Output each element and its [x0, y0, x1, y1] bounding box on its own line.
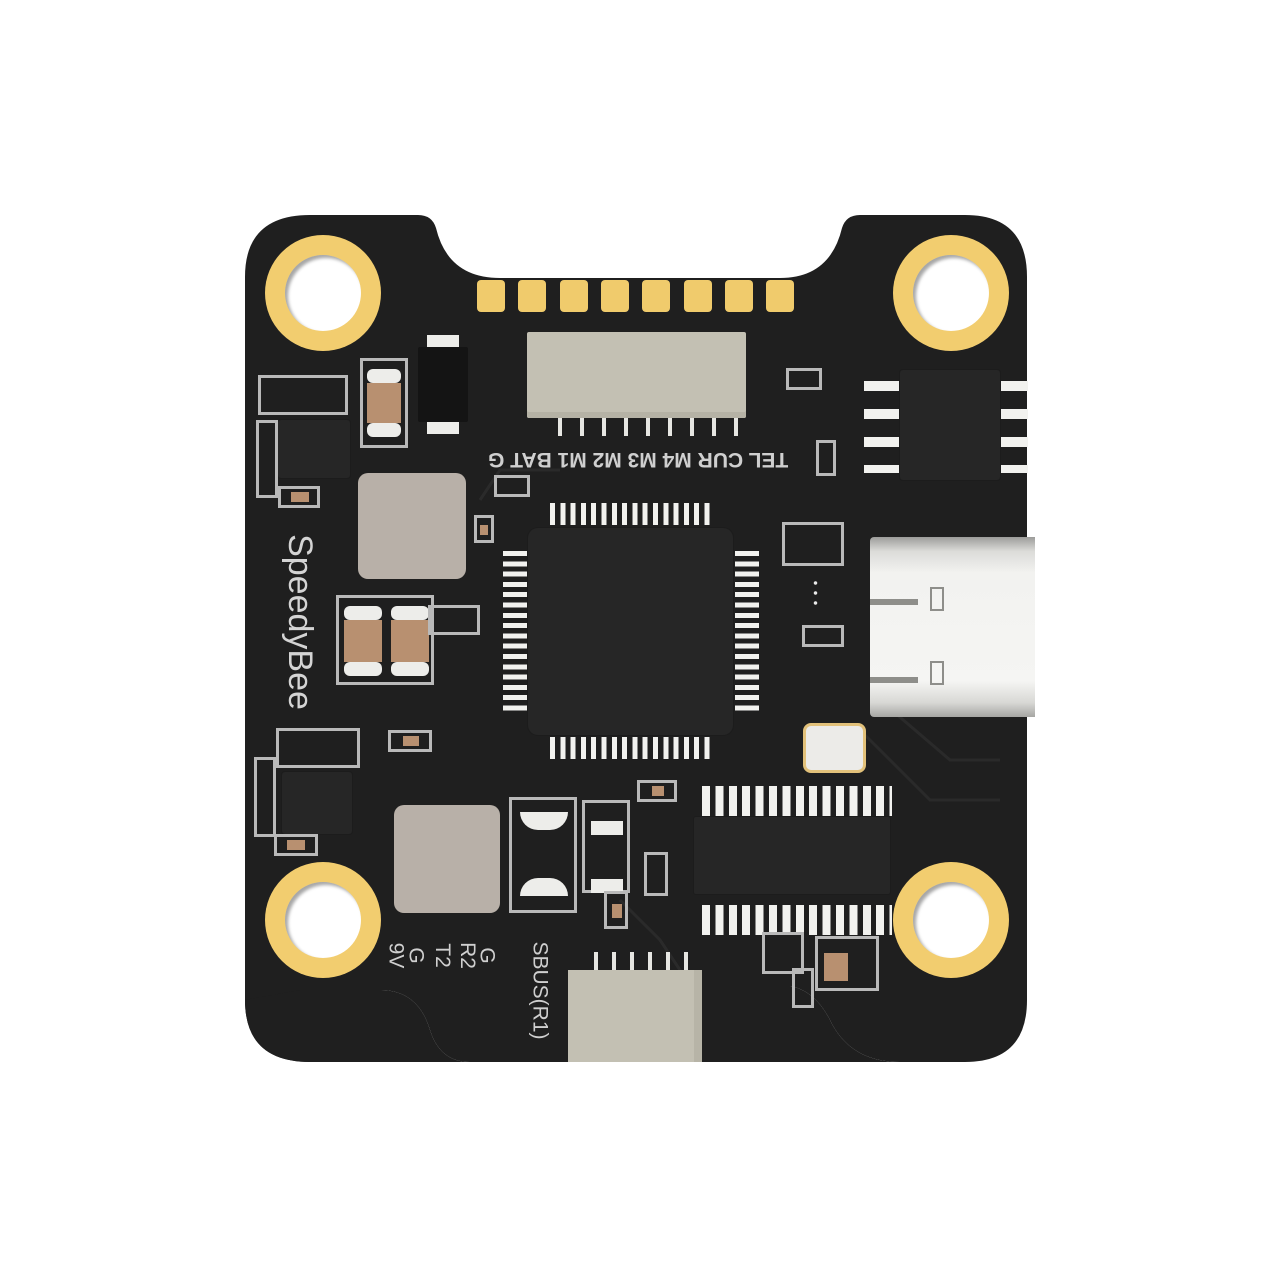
esc-connector [527, 332, 746, 418]
receiver-connector [568, 970, 702, 1062]
usb-c-port [870, 537, 1035, 717]
diode [418, 335, 468, 435]
diode-small [582, 800, 630, 893]
diode-large [509, 797, 577, 913]
resistor [802, 625, 844, 647]
resistor [254, 757, 276, 837]
capacitor-large [360, 358, 408, 448]
capacitor-pair [336, 595, 434, 685]
receiver-connector-pins [580, 952, 700, 972]
regulator-ic-top [278, 420, 350, 478]
crystal-oscillator [803, 723, 866, 773]
mcu-pins-left [503, 551, 527, 713]
sbus-label: SBUS(R1) [528, 941, 552, 1040]
flash-chip-pins-right [1000, 381, 1028, 473]
resistor [637, 780, 677, 802]
esc-connector-pins [540, 418, 740, 436]
resistor [816, 440, 836, 476]
pin-label-9v: 9V [384, 942, 408, 969]
esc-header-label: TEL CUR M4 M3 M2 M1 BAT G [488, 448, 789, 471]
mcu-pins-top [550, 503, 712, 525]
resistor [274, 834, 318, 856]
sensor-ic [795, 578, 843, 608]
capacitor [815, 936, 879, 991]
resistor [278, 486, 320, 508]
osd-chip-pins-bottom [702, 905, 892, 935]
mcu-pins-bottom [550, 737, 712, 759]
regulator-ic-bottom [282, 772, 352, 834]
resistor [494, 475, 530, 497]
resistor-pair [762, 932, 804, 974]
mcu-chip [528, 528, 733, 735]
resistor [786, 368, 822, 390]
resistor-array [276, 728, 360, 768]
flash-chip-pins-left [864, 381, 900, 473]
pin-label-t2: T2 [430, 943, 454, 968]
small-resistors [428, 605, 480, 635]
resistor-array [258, 375, 348, 415]
inductor-bottom [394, 805, 500, 913]
osd-chip [694, 817, 890, 894]
pin-label-g: G [404, 947, 428, 964]
inductor-top [358, 473, 466, 579]
resistor [388, 730, 432, 752]
osd-chip-pins-top [702, 786, 892, 816]
pin-label-g2: G [475, 947, 499, 964]
mcu-pins-right [735, 551, 759, 713]
resistor [792, 968, 814, 1008]
resistor [644, 852, 668, 896]
resistor [256, 420, 278, 498]
brand-label: SpeedyBee [281, 534, 319, 710]
flash-chip [900, 370, 1000, 480]
resistor [604, 891, 628, 929]
resistor [474, 515, 494, 543]
resistor-array [782, 522, 844, 566]
